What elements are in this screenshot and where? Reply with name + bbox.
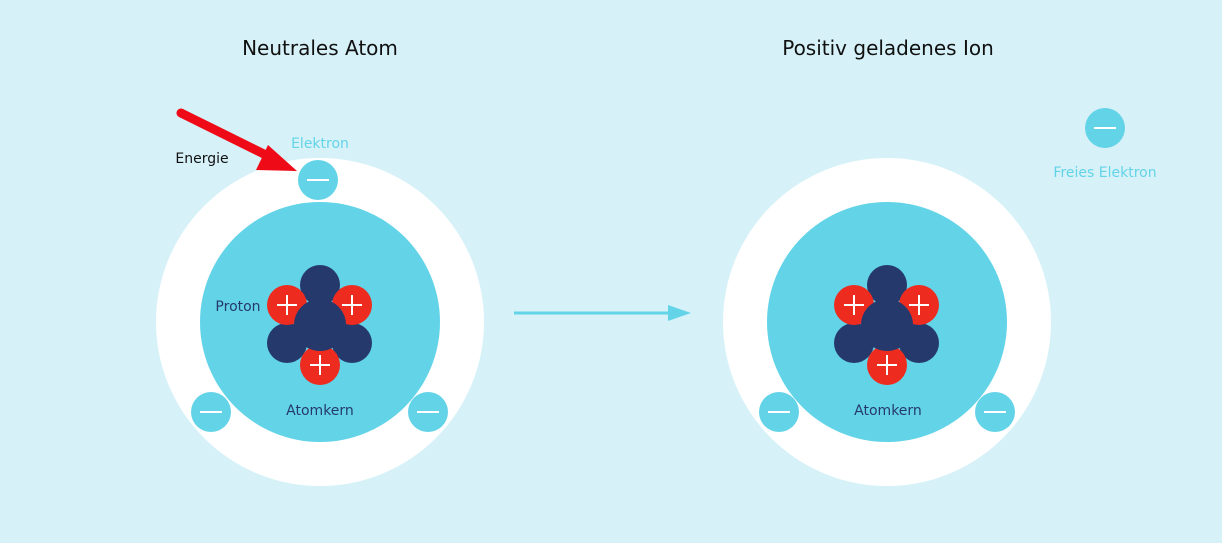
plus-icon [844,295,864,315]
energy-arrow [176,108,297,171]
label-proton: Proton [215,299,260,315]
plus-icon [877,355,897,375]
neutron [294,299,346,351]
label-freies-elektron: Freies Elektron [1053,165,1156,181]
title-positive-ion: Positiv geladenes Ion [782,36,994,60]
electron [191,392,231,432]
plus-icon [909,295,929,315]
nucleus-left [267,265,372,385]
electron [408,392,448,432]
electron [759,392,799,432]
electron-top-left [298,160,338,200]
neutral-atom: Proton Atomkern Elektron Energie [156,108,484,486]
label-elektron: Elektron [291,136,349,152]
plus-icon [277,295,297,315]
proton [867,345,907,385]
label-energie: Energie [175,151,228,167]
label-atomkern-right: Atomkern [854,403,922,419]
proton [300,345,340,385]
neutron [861,299,913,351]
nucleus-right [834,265,939,385]
neutron [300,265,340,305]
label-atomkern-left: Atomkern [286,403,354,419]
process-arrow [514,305,691,321]
title-neutral-atom: Neutrales Atom [242,36,398,60]
neutron [867,265,907,305]
plus-icon [342,295,362,315]
free-electron [1085,108,1125,148]
positive-ion: Atomkern [723,158,1051,486]
plus-icon [310,355,330,375]
electron [975,392,1015,432]
